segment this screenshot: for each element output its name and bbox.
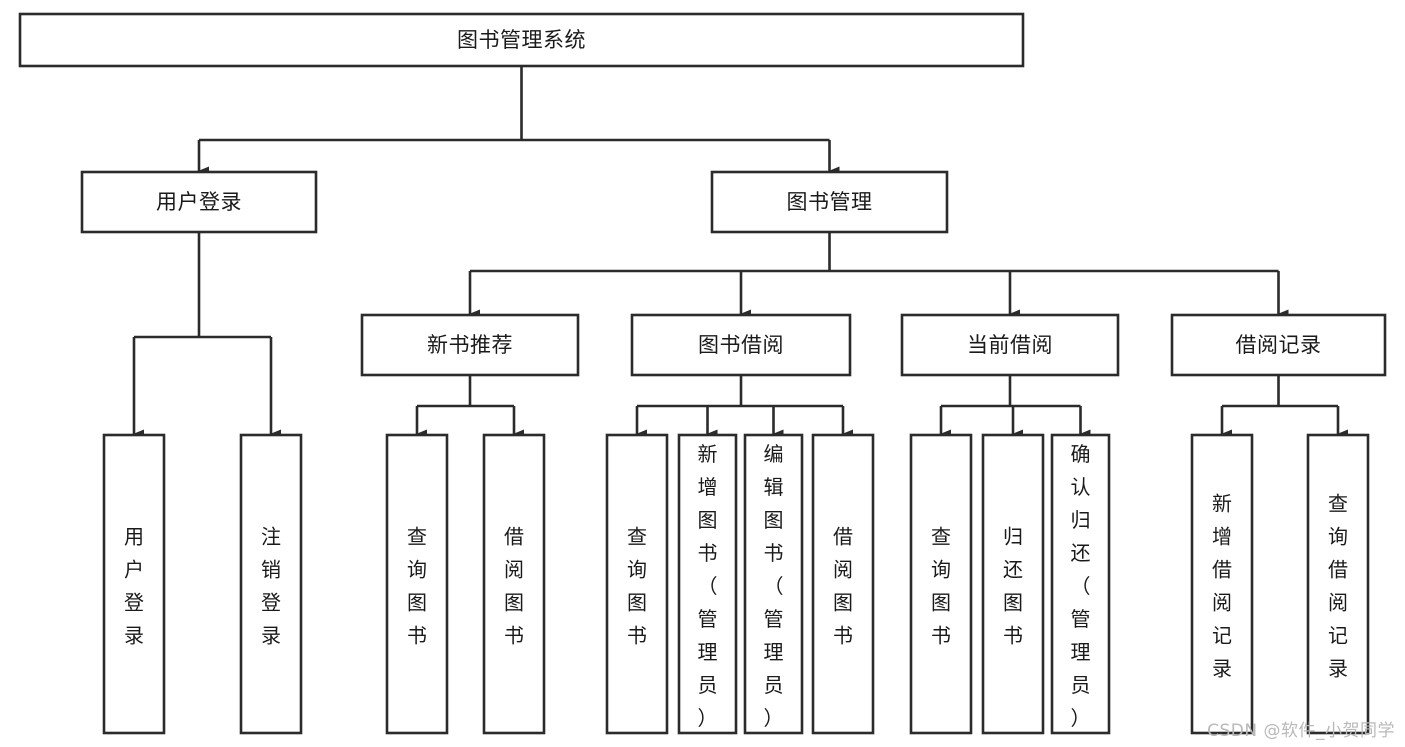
node-box-leaf-query-book-1[interactable]: [385, 433, 449, 735]
node-box-leaf-user-logout[interactable]: [239, 433, 303, 735]
node-leaf-query-book-2[interactable]: 查询图书: [605, 433, 669, 735]
node-box-book-manage[interactable]: [710, 170, 949, 234]
node-book-manage[interactable]: 图书管理: [710, 170, 949, 234]
node-label-leaf-borrow-book-2: 借阅图书: [833, 525, 853, 648]
node-label-leaf-borrow-book-1: 借阅图书: [504, 525, 524, 648]
connector-group-user-login: [132, 232, 281, 439]
node-box-new-book-rec[interactable]: [360, 313, 580, 377]
node-box-leaf-query-record[interactable]: [1306, 433, 1370, 735]
connector-group-borrow-record: [1220, 375, 1348, 439]
node-leaf-return-book[interactable]: 归还图书: [981, 433, 1045, 735]
node-box-root[interactable]: [18, 12, 1025, 68]
node-label-root: 图书管理系统: [457, 28, 586, 52]
node-box-leaf-borrow-book-2[interactable]: [811, 433, 875, 735]
node-box-leaf-confirm-return[interactable]: [1050, 433, 1111, 735]
node-label-leaf-edit-book: 编辑图书（管理员）: [764, 442, 784, 730]
csdn-watermark: CSDN @软件_小贺同学: [1207, 721, 1395, 741]
node-box-leaf-add-record[interactable]: [1190, 433, 1254, 735]
node-box-leaf-return-book[interactable]: [981, 433, 1045, 735]
node-label-leaf-confirm-return: 确认归还（管理员）: [1071, 442, 1091, 730]
node-leaf-borrow-book-2[interactable]: 借阅图书: [811, 433, 875, 735]
connector-group-root: [197, 66, 840, 176]
node-label-borrow-record: 借阅记录: [1236, 333, 1322, 357]
connector-group-book-borrow: [635, 375, 853, 439]
node-box-user-login[interactable]: [80, 170, 318, 234]
node-label-leaf-user-logout: 注销登录: [261, 525, 281, 648]
connector-group-new-book-rec: [415, 375, 524, 439]
node-label-leaf-add-record: 新增借阅记录: [1212, 492, 1232, 681]
node-leaf-borrow-book-1[interactable]: 借阅图书: [482, 433, 546, 735]
node-box-leaf-user-login[interactable]: [102, 433, 166, 735]
node-current-borrow[interactable]: 当前借阅: [900, 313, 1120, 377]
node-box-current-borrow[interactable]: [900, 313, 1120, 377]
node-label-book-manage: 图书管理: [787, 190, 873, 214]
node-leaf-user-logout[interactable]: 注销登录: [239, 433, 303, 735]
node-label-leaf-return-book: 归还图书: [1003, 525, 1023, 648]
node-leaf-confirm-return[interactable]: 确认归还（管理员）: [1050, 433, 1111, 735]
node-label-leaf-query-book-1: 查询图书: [407, 525, 427, 648]
node-label-user-login: 用户登录: [156, 190, 242, 214]
node-box-borrow-record[interactable]: [1170, 313, 1387, 377]
connector-layer: [132, 66, 1348, 439]
node-box-leaf-add-book[interactable]: [677, 433, 738, 735]
node-root[interactable]: 图书管理系统: [18, 12, 1025, 68]
node-leaf-query-book-3[interactable]: 查询图书: [909, 433, 973, 735]
node-label-leaf-query-record: 查询借阅记录: [1328, 492, 1348, 681]
node-leaf-user-login[interactable]: 用户登录: [102, 433, 166, 735]
node-leaf-query-record[interactable]: 查询借阅记录: [1306, 433, 1370, 735]
node-label-leaf-query-book-3: 查询图书: [931, 525, 951, 648]
node-box-leaf-query-book-3[interactable]: [909, 433, 973, 735]
node-user-login[interactable]: 用户登录: [80, 170, 318, 234]
node-leaf-query-book-1[interactable]: 查询图书: [385, 433, 449, 735]
node-label-leaf-user-login: 用户登录: [124, 525, 144, 648]
connector-group-book-manage: [468, 232, 1289, 319]
node-leaf-add-book[interactable]: 新增图书（管理员）: [677, 433, 738, 735]
node-box-leaf-edit-book[interactable]: [743, 433, 804, 735]
node-box-leaf-query-book-2[interactable]: [605, 433, 669, 735]
node-label-new-book-rec: 新书推荐: [427, 333, 513, 357]
node-label-leaf-add-book: 新增图书（管理员）: [698, 442, 718, 730]
node-borrow-record[interactable]: 借阅记录: [1170, 313, 1387, 377]
node-box-book-borrow[interactable]: [630, 313, 852, 377]
connector-group-current-borrow: [939, 375, 1091, 439]
node-box-leaf-borrow-book-1[interactable]: [482, 433, 546, 735]
node-leaf-add-record[interactable]: 新增借阅记录: [1190, 433, 1254, 735]
node-label-book-borrow: 图书借阅: [698, 333, 784, 357]
node-leaf-edit-book[interactable]: 编辑图书（管理员）: [743, 433, 804, 735]
node-label-leaf-query-book-2: 查询图书: [627, 525, 647, 648]
node-layer: 图书管理系统用户登录图书管理新书推荐图书借阅当前借阅借阅记录用户登录注销登录查询…: [18, 12, 1387, 735]
node-new-book-rec[interactable]: 新书推荐: [360, 313, 580, 377]
node-label-current-borrow: 当前借阅: [967, 333, 1053, 357]
node-book-borrow[interactable]: 图书借阅: [630, 313, 852, 377]
